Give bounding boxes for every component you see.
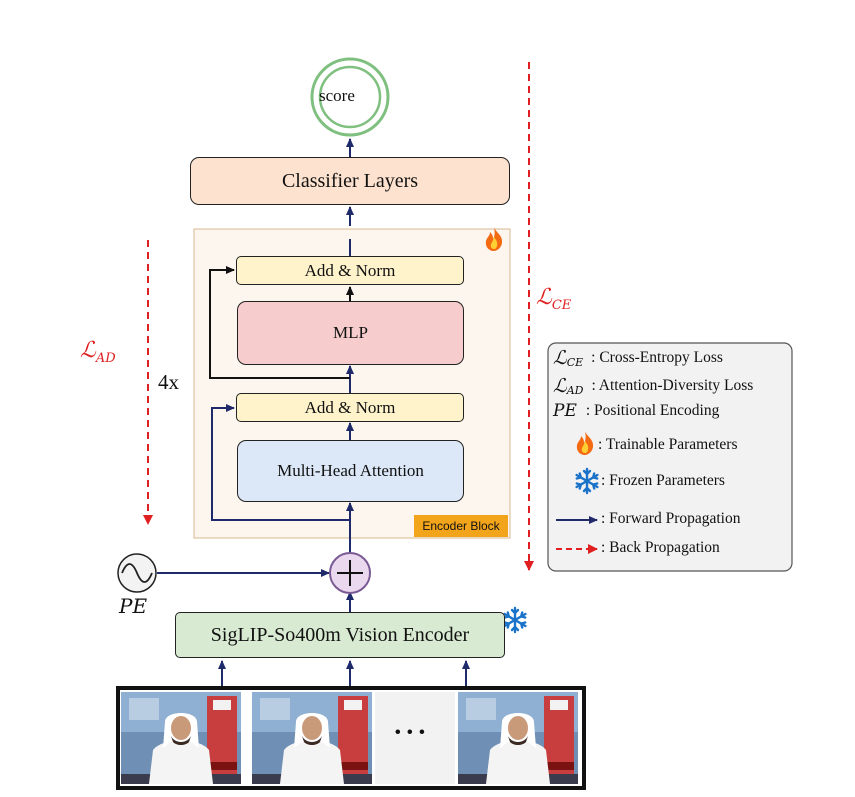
legend-ad-subscript: AD: [566, 383, 584, 397]
score-label: score: [319, 86, 355, 105]
legend-row-pe: PE : Positional Encoding: [553, 401, 719, 421]
legend-row-frozen: : Frozen Parameters: [601, 472, 725, 490]
legend-ce-symbol: ℒ: [553, 347, 567, 369]
legend-ad-symbol: ℒ: [553, 375, 567, 397]
vision-encoder-box: SigLIP-So400m Vision Encoder: [175, 612, 505, 658]
plus-circle-icon: [329, 552, 371, 594]
add-norm-bottom-label: Add & Norm: [304, 397, 396, 417]
encoder-block-tag: Encoder Block: [414, 515, 508, 537]
legend-frozen-text: : Frozen Parameters: [601, 472, 725, 489]
legend-pe-text: : Positional Encoding: [585, 402, 720, 419]
legend-row-forward: : Forward Propagation: [601, 510, 740, 528]
repeat-count-label: 4x: [158, 370, 179, 394]
legend-trainable-text: : Trainable Parameters: [598, 436, 738, 453]
video-frame: [121, 692, 241, 784]
vision-encoder-label: SigLIP-So400m Vision Encoder: [210, 623, 470, 646]
double-circle-icon: [310, 57, 390, 137]
frames-ellipsis: • • •: [395, 724, 426, 741]
ce-loss-label: ℒCE: [536, 284, 571, 313]
snowflake-icon: [503, 606, 527, 634]
legend-back-text: : Back Propagation: [601, 539, 720, 556]
multi-head-attention-label: Multi-Head Attention: [277, 461, 424, 480]
legend-forward-text: : Forward Propagation: [601, 510, 741, 527]
classifier-layers-label: Classifier Layers: [281, 169, 419, 192]
ad-loss-subscript: AD: [95, 351, 116, 366]
legend-ce-text: : Cross-Entropy Loss: [591, 349, 723, 366]
ad-loss-label: ℒAD: [80, 337, 116, 366]
legend-ad-text: : Attention-Diversity Loss: [591, 377, 754, 394]
ce-loss-subscript: CE: [551, 298, 572, 313]
ce-loss-symbol: ℒ: [536, 285, 552, 310]
mlp-label: MLP: [333, 323, 368, 342]
residual-arrows: [209, 266, 354, 379]
video-frame: [252, 692, 372, 784]
classifier-layers-box: Classifier Layers: [190, 157, 510, 205]
mlp-box: MLP: [237, 301, 464, 365]
sine-wave-icon: [117, 553, 157, 593]
video-frame: [458, 692, 578, 784]
add-norm-top-box: Add & Norm: [236, 256, 464, 285]
legend-row-trainable: : Trainable Parameters: [598, 436, 737, 454]
add-norm-bottom-box: Add & Norm: [236, 393, 464, 422]
pe-label: PE: [119, 594, 148, 618]
video-frames-strip: [116, 686, 586, 790]
multi-head-attention-box: Multi-Head Attention: [237, 440, 464, 502]
add-norm-top-label: Add & Norm: [304, 260, 396, 280]
legend-row-back: : Back Propagation: [601, 539, 720, 557]
ad-loss-symbol: ℒ: [80, 338, 96, 363]
legend-ce-subscript: CE: [566, 355, 584, 369]
legend-pe-symbol: PE: [553, 401, 577, 421]
forward-arrows: [157, 138, 470, 688]
legend-box: [547, 342, 793, 572]
